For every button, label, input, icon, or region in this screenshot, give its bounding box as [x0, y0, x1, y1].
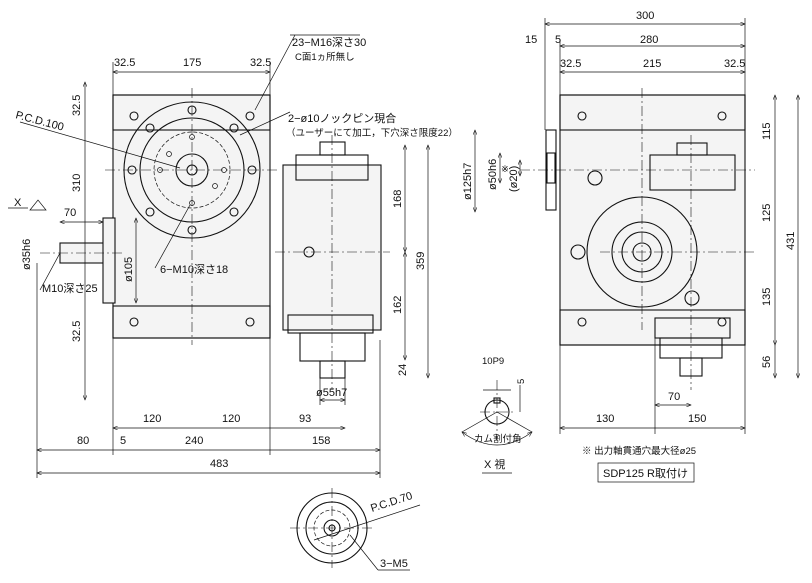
top-shaft-cap [319, 141, 346, 156]
side-housing [559, 94, 746, 346]
dim-115: 115 [761, 122, 773, 140]
pcd-circle [153, 131, 231, 209]
dim-125: 125 [761, 204, 773, 222]
output-shaft [319, 360, 346, 379]
top-flange [112, 94, 271, 131]
dim-120a: 120 [143, 413, 161, 425]
x-view: 10P9 5 カム割付角 X 視 [462, 356, 532, 474]
bolt-hole [129, 317, 139, 327]
boss-dia: ø105 [123, 257, 135, 282]
view-arrow-icon [8, 199, 47, 211]
dim-215: 215 [643, 58, 661, 70]
dim-120b: 120 [222, 413, 240, 425]
dim-130: 130 [596, 413, 614, 425]
front-labels: 32.5 175 32.5 32.5 310 32.5 23−M16深さ30 C… [8, 36, 458, 470]
dim-56: 56 [761, 356, 773, 368]
dim-5: 5 [555, 34, 561, 46]
output-dia: ø55h7 [316, 387, 347, 399]
bottom-housing [299, 332, 366, 362]
model-label: SDP125 R取付け [603, 467, 688, 480]
dim-280: 280 [640, 34, 658, 46]
dim-483: 483 [210, 458, 228, 470]
dia-50h6: ø50h6 [487, 159, 499, 190]
bolt-hole [245, 111, 255, 121]
bolt-hole [245, 317, 255, 327]
dim-359: 359 [415, 252, 427, 270]
bottom-flange [112, 305, 271, 339]
dim-300: 300 [636, 10, 654, 22]
input-stub [546, 152, 556, 184]
flange-holes [127, 105, 257, 235]
dia-125h7: ø125h7 [462, 163, 474, 200]
keyway-label: 10P9 [482, 356, 504, 367]
dim-left-bottom: 32.5 [71, 321, 83, 342]
note-mark: ※ [501, 164, 509, 175]
dim-431: 431 [785, 232, 797, 250]
bolt-hole [129, 111, 139, 121]
holes-label: 6−M10深さ18 [160, 263, 228, 276]
dim-158: 158 [312, 435, 330, 447]
m5-label: 3−M5 [380, 558, 408, 570]
shaft-dia: ø35h6 [21, 239, 33, 270]
housing-body [112, 94, 271, 339]
callout-tap: 23−M16深さ30 [292, 36, 366, 49]
dim-left-height: 310 [71, 174, 83, 192]
dim-135: 135 [761, 288, 773, 306]
input-boss [102, 217, 116, 304]
callout-pin-note: （ユーザーにて加工，下穴深さ限度22） [286, 127, 458, 139]
dim-32-5-right: 32.5 [724, 58, 745, 70]
dim-32-5-left: 32.5 [560, 58, 581, 70]
dim-top-right: 32.5 [250, 57, 271, 69]
dia-20: (ø20) [508, 166, 520, 192]
dim-top-center: 175 [183, 57, 201, 69]
dim-15: 15 [525, 34, 537, 46]
side-dimension-lines [475, 18, 798, 434]
plug [587, 170, 603, 186]
pcd-70-label: P.C.D.70 [369, 490, 414, 515]
bore-note: ※ 出力軸貫通穴最大径ø25 [582, 445, 696, 457]
keyway-depth: 5 [516, 379, 527, 384]
dim-150: 150 [688, 413, 706, 425]
dim-24: 24 [397, 364, 409, 376]
dim-240: 240 [185, 435, 203, 447]
shaft-tap: M10深さ25 [42, 282, 98, 295]
side-labels: 300 15 5 280 32.5 215 32.5 115 125 135 5… [462, 10, 797, 483]
cam-angle-label: カム割付角 [474, 433, 522, 445]
view-marker: X [14, 197, 22, 209]
model-box [597, 462, 695, 483]
dim-168: 168 [392, 190, 404, 208]
x-view-label: X 視 [484, 457, 505, 471]
dim-top-left: 32.5 [114, 57, 135, 69]
side-view [520, 88, 755, 390]
dim-70: 70 [668, 391, 680, 403]
pcd-label: P.C.D.100 [14, 109, 65, 133]
front-dimension-lines [19, 34, 428, 478]
dim-left-top: 32.5 [71, 95, 83, 116]
dim-162: 162 [392, 296, 404, 314]
flange-detail: P.C.D.70 3−M5 [290, 488, 421, 571]
callout-pin: 2−ø10ノックピン現合 [288, 111, 396, 125]
dim-93: 93 [299, 413, 311, 425]
side-top-flange [559, 94, 746, 131]
callout-tap-note: C面1ヵ所無し [295, 51, 355, 63]
lifting-eye [570, 244, 586, 260]
shaft-length: 70 [64, 207, 76, 219]
side-bottom-flange [559, 309, 746, 346]
dim-80: 80 [77, 435, 89, 447]
dim-5: 5 [120, 435, 126, 447]
